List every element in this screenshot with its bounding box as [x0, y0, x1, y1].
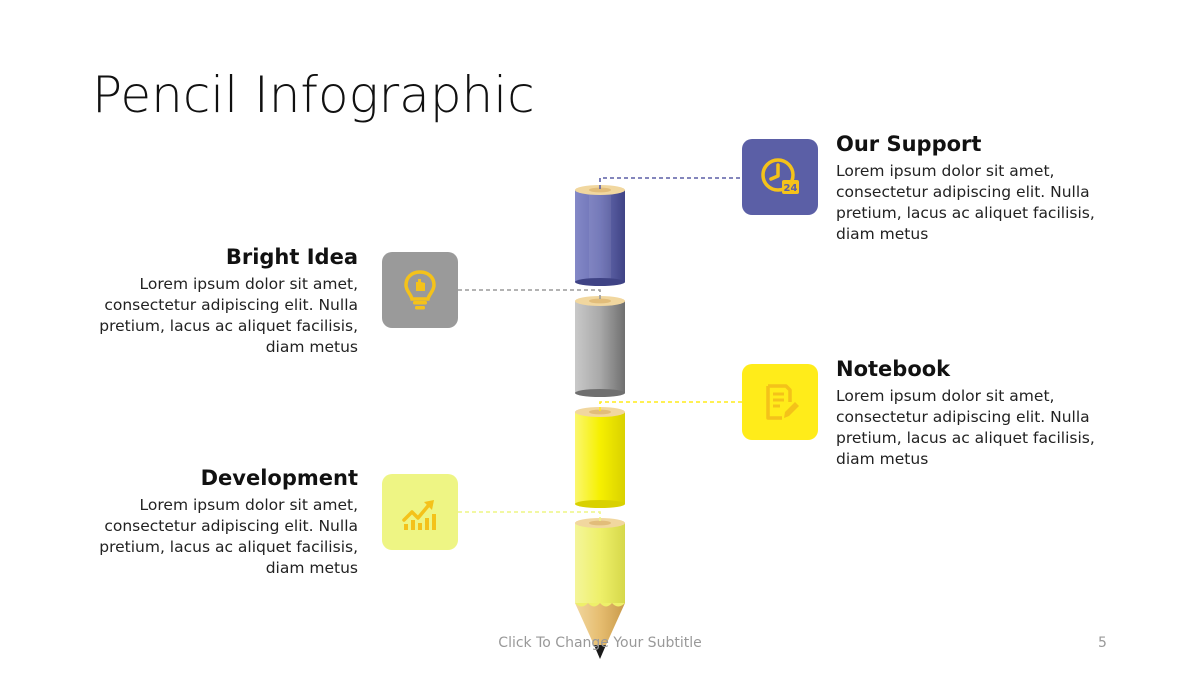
slide-subtitle[interactable]: Click To Change Your Subtitle [498, 635, 702, 651]
clock-24-icon: 24 [761, 158, 799, 194]
connector-notebook [599, 401, 742, 411]
notebook-icon-box [742, 364, 818, 440]
page-number: 5 [1098, 635, 1107, 651]
support-icon-box: 24 [742, 139, 818, 215]
connector-support [599, 177, 742, 189]
pencil-segment-development [575, 518, 625, 659]
support-text: Our Support Lorem ipsum dolor sit amet, … [836, 131, 1136, 245]
svg-text:24: 24 [784, 183, 798, 194]
pencil-segment-idea [575, 296, 625, 397]
idea-heading: Bright Idea [225, 245, 358, 269]
support-body: Lorem ipsum dolor sit amet, consectetur … [836, 162, 1095, 243]
connector-development [458, 511, 601, 522]
support-heading: Our Support [836, 132, 982, 156]
pencil-segment-notebook [575, 407, 625, 508]
slide-title: Pencil Infographic [92, 66, 535, 124]
notepad-pen-icon [766, 384, 799, 420]
development-text: Development Lorem ipsum dolor sit amet, … [58, 465, 358, 579]
idea-body: Lorem ipsum dolor sit amet, consectetur … [99, 275, 358, 356]
development-heading: Development [200, 466, 358, 490]
lightbulb-icon [404, 270, 436, 310]
idea-text: Bright Idea Lorem ipsum dolor sit amet, … [58, 244, 358, 358]
development-icon-box [382, 474, 458, 550]
notebook-text: Notebook Lorem ipsum dolor sit amet, con… [836, 356, 1136, 470]
connector-idea [458, 289, 601, 300]
idea-icon-box [382, 252, 458, 328]
notebook-heading: Notebook [836, 357, 951, 381]
pencil-segment-support [575, 185, 625, 286]
growth-chart-icon [402, 500, 436, 530]
notebook-body: Lorem ipsum dolor sit amet, consectetur … [836, 387, 1095, 468]
development-body: Lorem ipsum dolor sit amet, consectetur … [99, 496, 358, 577]
pencil-lead [594, 645, 606, 659]
